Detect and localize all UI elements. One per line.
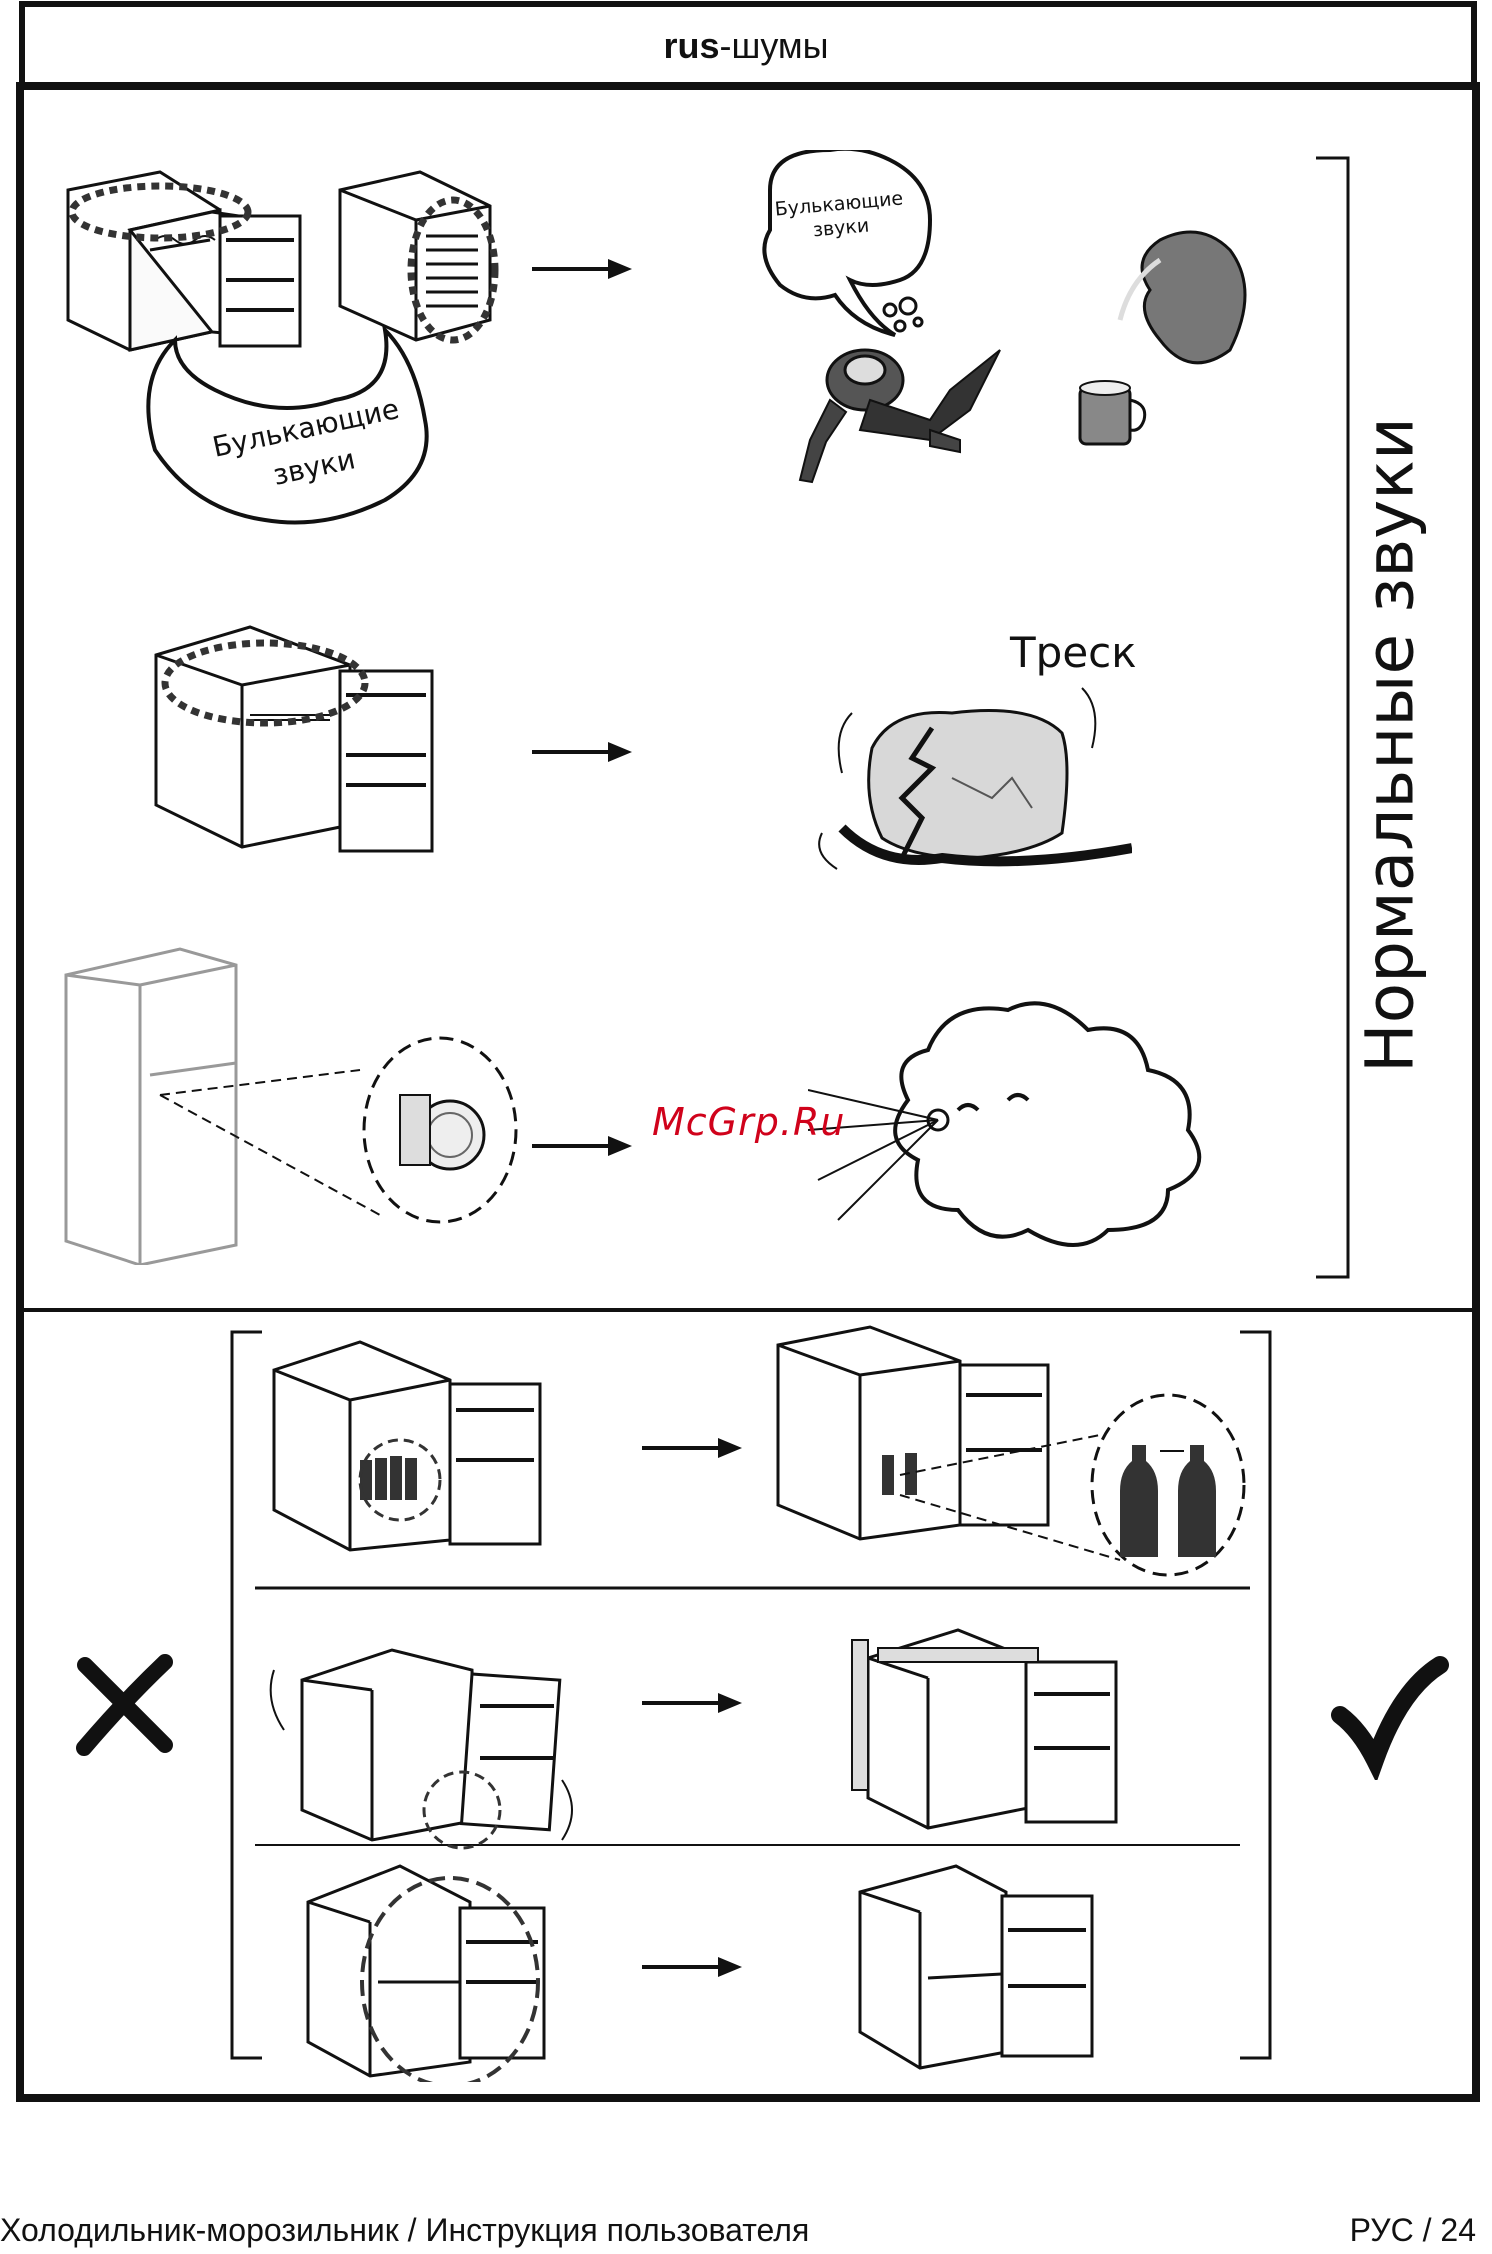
fridge-tilted-vibrating — [262, 1640, 602, 1860]
title-bold: rus — [663, 25, 719, 67]
title-rest: -шумы — [719, 25, 828, 67]
arrow-lower-1 — [642, 1433, 742, 1463]
arrow-row-3 — [532, 1131, 632, 1161]
arrow-row-2 — [532, 737, 632, 767]
fridge-door-clear — [856, 1862, 1116, 2082]
diver-illustration — [800, 350, 1000, 482]
fridge-back-illustration — [340, 172, 490, 340]
fridge-door-obstructed — [300, 1862, 600, 2082]
scene-cloud-wind — [808, 990, 1248, 1280]
pitcher-illustration — [1080, 232, 1245, 444]
watermark: McGrp.Ru — [652, 1100, 845, 1144]
section-label-text: Нормальные звуки — [1352, 417, 1429, 1073]
footer-document-title: Холодильник-морозильник / Инструкция пол… — [0, 2212, 809, 2249]
arrow-lower-2 — [642, 1688, 742, 1718]
arrow-row-1 — [532, 254, 632, 284]
check-icon — [1330, 1650, 1450, 1780]
scene-fan — [60, 945, 520, 1265]
footer-page-number: РУС / 24 — [1350, 2212, 1476, 2249]
scene-bubbling-fridges — [60, 170, 580, 550]
page-title: rus-шумы — [20, 18, 1472, 74]
arrow-lower-3 — [642, 1952, 742, 1982]
fridge-crowded-bottles — [270, 1340, 570, 1560]
scene-ice-crack — [812, 668, 1132, 888]
fridge-level-check — [848, 1628, 1148, 1848]
fridge-open-illustration — [68, 172, 300, 350]
scene-crack-fridge — [150, 625, 490, 865]
crack-label: Треск — [1010, 628, 1137, 677]
fridge-spaced-bottles — [770, 1325, 1250, 1585]
cross-icon — [70, 1650, 180, 1760]
